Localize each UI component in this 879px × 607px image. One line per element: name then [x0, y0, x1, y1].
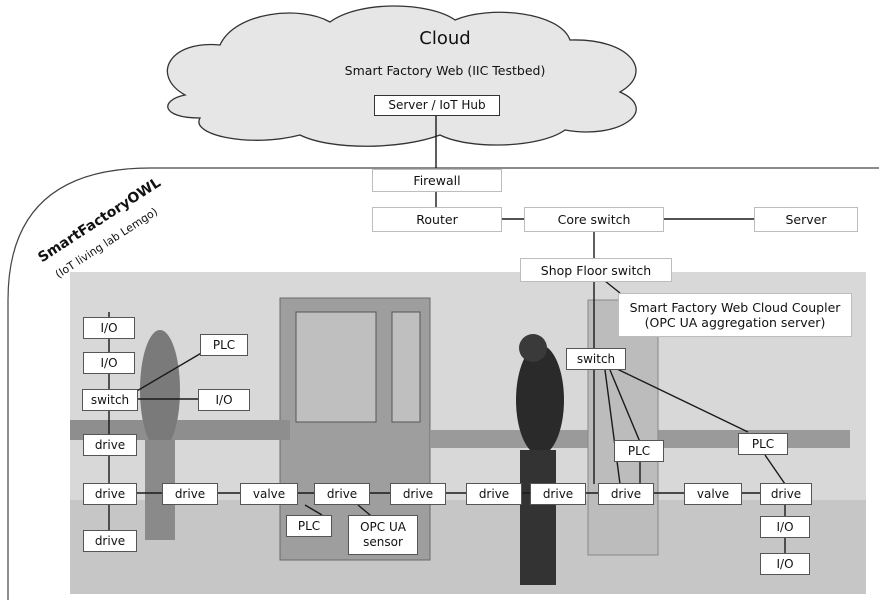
- opc-ua-sensor: OPC UA sensor: [348, 515, 418, 555]
- right-plc-1: PLC: [614, 440, 664, 462]
- mid-drive-2: drive: [314, 483, 370, 505]
- left-io-2: I/O: [83, 352, 135, 374]
- cloud-subtitle: Smart Factory Web (IIC Testbed): [344, 63, 546, 78]
- mid-drive-3: drive: [390, 483, 446, 505]
- opc-ua-sensor-line2: sensor: [363, 535, 403, 549]
- right-drive-2: drive: [760, 483, 812, 505]
- mid-drive-1: drive: [162, 483, 218, 505]
- cloud-coupler-line1: Smart Factory Web Cloud Coupler: [629, 300, 841, 315]
- firewall-node: Firewall: [372, 169, 502, 192]
- router-node: Router: [372, 207, 502, 232]
- shop-floor-switch-node: Shop Floor switch: [520, 258, 672, 282]
- left-drive-3: drive: [83, 530, 137, 552]
- person-left: [140, 330, 180, 450]
- cloud-coupler-node: Smart Factory Web Cloud Coupler (OPC UA …: [618, 293, 852, 337]
- opc-ua-sensor-line1: OPC UA: [360, 520, 406, 534]
- left-io-1: I/O: [83, 317, 135, 339]
- machine-window: [295, 311, 377, 423]
- valve-1: valve: [240, 483, 298, 505]
- right-switch: switch: [566, 348, 626, 370]
- left-switch: switch: [82, 389, 138, 411]
- left-drive-1: drive: [83, 434, 137, 456]
- right-plc-2: PLC: [738, 433, 788, 455]
- person-right-legs: [520, 450, 556, 585]
- right-io-1: I/O: [760, 516, 810, 538]
- person-right: [516, 345, 564, 455]
- mid-drive-4: drive: [466, 483, 522, 505]
- left-drive-2: drive: [83, 483, 137, 505]
- factory-floor: [70, 500, 866, 594]
- server-node: Server: [754, 207, 858, 232]
- cloud-title: Cloud: [419, 28, 471, 49]
- right-cabinet: [587, 299, 659, 556]
- right-io-2: I/O: [760, 553, 810, 575]
- left-io-3: I/O: [198, 389, 250, 411]
- server-iot-hub-node: Server / IoT Hub: [374, 95, 500, 116]
- lab-boundary: [7, 167, 879, 600]
- mid-drive-5: drive: [530, 483, 586, 505]
- right-drive-1: drive: [598, 483, 654, 505]
- mid-plc: PLC: [286, 515, 332, 537]
- left-plc: PLC: [200, 334, 248, 356]
- cloud-coupler-line2: (OPC UA aggregation server): [644, 315, 826, 330]
- valve-2: valve: [684, 483, 742, 505]
- machine-window-right: [391, 311, 421, 423]
- person-right-head: [519, 334, 547, 362]
- core-switch-node: Core switch: [524, 207, 664, 232]
- cloud-shape: [166, 5, 637, 147]
